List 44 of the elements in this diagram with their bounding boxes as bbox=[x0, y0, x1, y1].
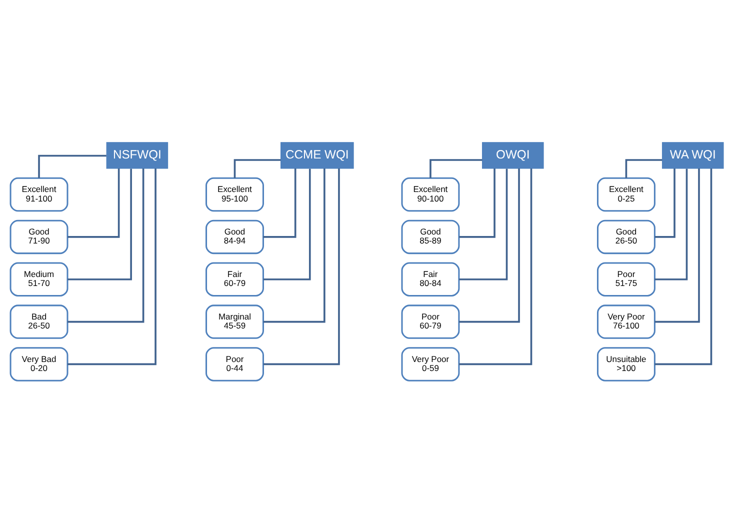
node-box: Medium 51-70 bbox=[10, 262, 68, 296]
node-box: Very Bad 0-20 bbox=[10, 347, 68, 382]
node-box: Bad 26-50 bbox=[10, 304, 68, 339]
node-box: Very Poor 0-59 bbox=[401, 347, 460, 382]
connector bbox=[459, 168, 532, 366]
connector bbox=[263, 168, 326, 323]
node-box: Good 26-50 bbox=[596, 220, 656, 254]
connector bbox=[458, 168, 520, 323]
node-box: Good 71-90 bbox=[10, 220, 68, 254]
connector bbox=[654, 168, 712, 366]
connector bbox=[625, 159, 662, 178]
node-box: Poor 51-75 bbox=[596, 262, 656, 296]
node-box: Unsuitable >100 bbox=[596, 347, 656, 382]
connector bbox=[459, 168, 508, 280]
node-box: WA WQI bbox=[662, 142, 724, 169]
node-box: Good 84-94 bbox=[206, 220, 264, 254]
node-box: Very Poor 76-100 bbox=[596, 304, 656, 339]
connector bbox=[38, 154, 106, 178]
node-box: Fair 60-79 bbox=[206, 262, 264, 296]
node-box: OWQI bbox=[482, 142, 544, 169]
connector bbox=[68, 168, 132, 280]
connector bbox=[654, 168, 700, 323]
node-box: Good 85-89 bbox=[401, 220, 460, 254]
connector bbox=[263, 168, 311, 280]
node-box: CCME WQI bbox=[280, 142, 354, 169]
connector bbox=[68, 168, 120, 238]
connector bbox=[654, 168, 676, 238]
connector bbox=[68, 168, 156, 366]
node-box: Excellent 91-100 bbox=[10, 177, 68, 212]
connector bbox=[234, 159, 281, 178]
node-box: Excellent 0-25 bbox=[596, 177, 656, 212]
node-box: NSFWQI bbox=[106, 142, 168, 169]
node-box: Excellent 90-100 bbox=[401, 177, 460, 212]
node-box: Fair 80-84 bbox=[401, 262, 460, 296]
connector bbox=[430, 159, 482, 178]
node-box: Poor 60-79 bbox=[401, 304, 460, 339]
connector bbox=[459, 168, 496, 238]
connector bbox=[264, 168, 340, 366]
node-box: Excellent 95-100 bbox=[206, 177, 264, 212]
node-box: Poor 0-44 bbox=[206, 347, 264, 382]
node-box: Marginal 45-59 bbox=[206, 304, 264, 339]
connector bbox=[68, 168, 144, 323]
connector bbox=[654, 168, 688, 280]
connector bbox=[263, 168, 296, 238]
